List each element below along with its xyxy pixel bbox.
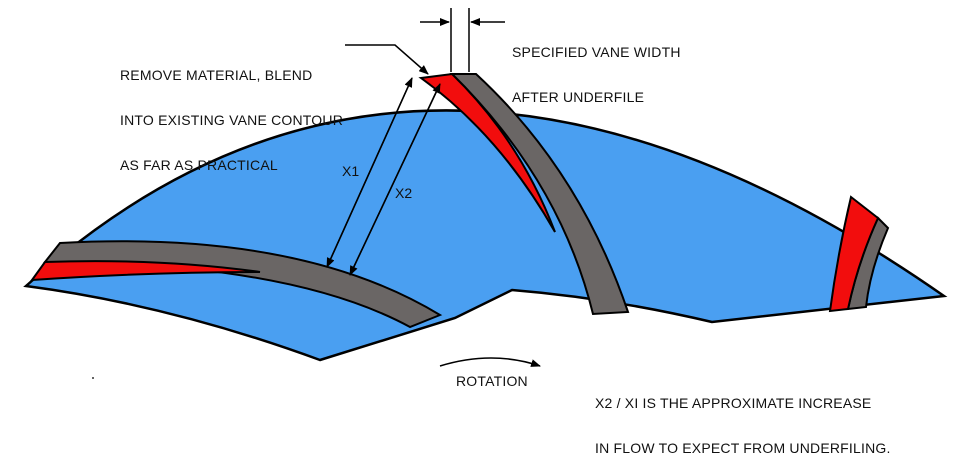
x2-dimension-line-back	[349, 83, 441, 276]
rotation-label: ROTATION	[456, 373, 528, 389]
impeller-diagram: X1 X2	[23, 8, 948, 379]
note-line-2: IN FLOW TO EXPECT FROM UNDERFILING.	[595, 440, 891, 456]
flow-increase-note: X2 / XI IS THE APPROXIMATE INCREASE IN F…	[595, 366, 891, 471]
x1-dimension-line-back	[326, 77, 413, 268]
remove-material-annotation: REMOVE MATERIAL, BLEND INTO EXISTING VAN…	[120, 38, 343, 188]
left-vane-underfile	[29, 260, 261, 282]
specified-vane-width-annotation: SPECIFIED VANE WIDTH AFTER UNDERFILE	[512, 15, 681, 120]
remove-material-line-2: INTO EXISTING VANE CONTOUR	[120, 112, 344, 128]
specified-width-line-2: AFTER UNDERFILE	[512, 89, 645, 105]
note-line-1: X2 / XI IS THE APPROXIMATE INCREASE	[595, 395, 872, 411]
remove-material-line-1: REMOVE MATERIAL, BLEND	[120, 67, 313, 83]
center-vane	[449, 73, 630, 316]
specified-width-line-1: SPECIFIED VANE WIDTH	[512, 44, 681, 60]
x1-label: X1	[342, 163, 359, 179]
stray-mark	[92, 377, 94, 379]
remove-material-leader	[345, 44, 429, 75]
rotation-arrow	[439, 357, 541, 367]
x2-label: X2	[395, 185, 412, 201]
center-vane-underfile	[418, 72, 556, 233]
right-vane-underfile	[828, 195, 880, 313]
remove-material-line-3: AS FAR AS PRACTICAL	[120, 157, 278, 173]
